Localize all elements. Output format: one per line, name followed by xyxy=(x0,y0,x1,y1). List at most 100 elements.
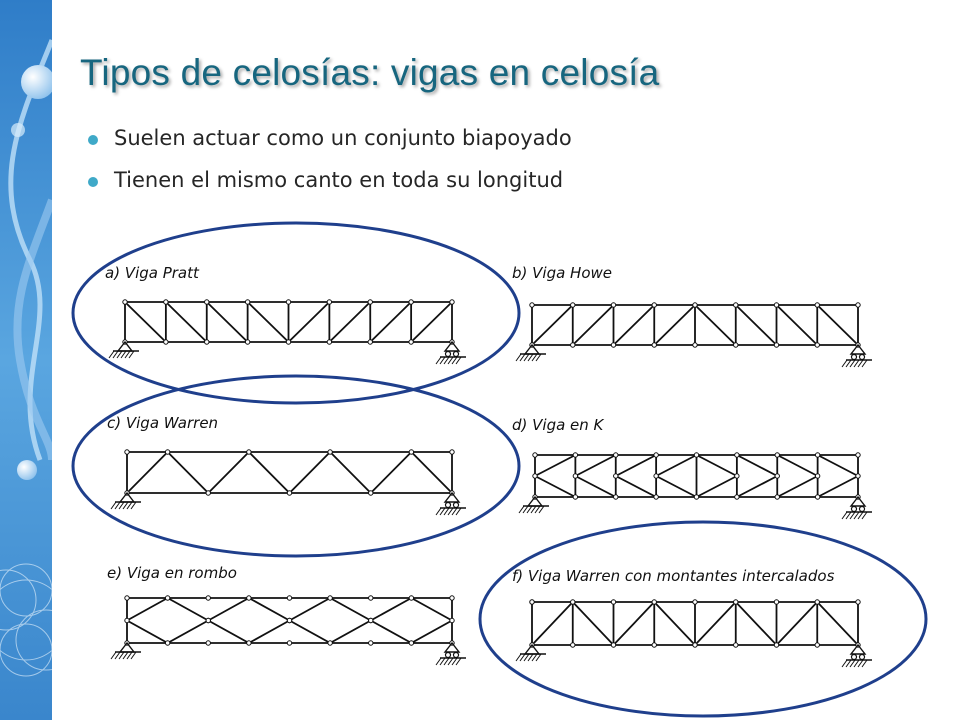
truss-member xyxy=(612,601,656,646)
truss-node xyxy=(651,342,657,348)
highlight-ellipse xyxy=(71,221,521,405)
highlight-ellipse xyxy=(71,374,521,558)
truss-node xyxy=(164,595,171,601)
truss-member xyxy=(369,597,413,622)
pin-support-icon xyxy=(108,340,139,359)
truss-node xyxy=(408,640,415,646)
truss-node xyxy=(814,452,821,458)
roller-support-icon xyxy=(435,340,466,365)
truss-node xyxy=(692,599,698,605)
truss-node xyxy=(610,599,617,605)
truss-member xyxy=(329,597,372,622)
truss-node xyxy=(244,339,251,345)
truss-k: d) Viga en K xyxy=(512,416,872,520)
truss-member xyxy=(775,304,819,346)
truss-howe: b) Viga Howe xyxy=(512,264,872,368)
truss-node xyxy=(733,342,739,348)
truss-node xyxy=(246,595,252,601)
truss-node xyxy=(532,452,538,458)
truss-node xyxy=(855,473,861,479)
truss-node xyxy=(814,342,820,348)
truss-node xyxy=(368,617,374,624)
truss-member xyxy=(695,454,738,477)
truss-node xyxy=(327,640,333,646)
truss-node xyxy=(205,490,211,496)
truss-node xyxy=(692,302,698,308)
truss-member xyxy=(410,619,453,644)
truss-node xyxy=(773,642,780,648)
truss-member xyxy=(247,597,291,622)
truss-member xyxy=(531,601,574,646)
roller-support-icon xyxy=(841,495,872,520)
truss-node xyxy=(124,617,130,624)
bullet-dot-icon xyxy=(88,135,98,145)
sidebar-orb xyxy=(17,460,37,480)
truss-node xyxy=(327,449,333,455)
truss-member xyxy=(166,619,210,644)
truss-member xyxy=(816,454,859,477)
truss-member xyxy=(531,304,574,346)
truss-member xyxy=(734,601,778,646)
truss-node xyxy=(733,642,739,648)
truss-warren: c) Viga Warren xyxy=(107,414,466,516)
bullet-text: Suelen actuar como un conjunto biapoyado xyxy=(114,126,572,150)
truss-member xyxy=(614,454,658,477)
truss-node xyxy=(610,342,617,348)
truss-node xyxy=(653,452,659,458)
truss-node xyxy=(570,642,576,648)
truss-member xyxy=(207,597,250,622)
truss-node xyxy=(814,494,821,500)
truss-node xyxy=(368,490,374,496)
truss-node xyxy=(734,473,740,479)
truss-member xyxy=(534,454,577,477)
truss-node xyxy=(286,490,293,496)
pin-support-icon xyxy=(518,495,549,514)
truss-member xyxy=(735,475,779,498)
truss-member xyxy=(653,304,696,346)
truss-node xyxy=(651,302,657,308)
truss-node xyxy=(408,449,415,455)
truss-member xyxy=(166,451,210,494)
truss-member xyxy=(247,619,291,644)
truss-member xyxy=(164,301,208,343)
truss-member xyxy=(614,475,658,498)
truss-node xyxy=(774,452,780,458)
sidebar-orb xyxy=(21,65,52,99)
truss-node xyxy=(246,640,252,646)
truss-node xyxy=(855,599,861,605)
truss-member xyxy=(205,301,249,343)
truss-member xyxy=(329,619,372,644)
truss-node xyxy=(651,642,657,648)
truss-member xyxy=(816,601,859,646)
bullet-item: Suelen actuar como un conjunto biapoyado xyxy=(88,128,572,170)
truss-member xyxy=(734,304,778,346)
roller-support-icon xyxy=(435,641,466,666)
truss-node xyxy=(532,473,538,479)
truss-member xyxy=(246,301,290,343)
truss-label: a) Viga Pratt xyxy=(105,264,200,282)
truss-node xyxy=(529,302,535,308)
truss-member xyxy=(695,475,738,498)
truss-node xyxy=(286,595,293,601)
truss-member xyxy=(287,301,331,343)
truss-node xyxy=(367,299,373,305)
truss-node xyxy=(286,640,293,646)
truss-rombo: e) Viga en rombo xyxy=(107,564,466,666)
truss-node xyxy=(205,640,211,646)
truss-label: c) Viga Warren xyxy=(107,414,218,432)
truss-member xyxy=(694,304,737,346)
truss-warren-montantes: f) Viga Warren con montantes intercalado… xyxy=(512,567,872,668)
roller-support-icon xyxy=(841,343,872,368)
truss-node xyxy=(408,339,414,345)
truss-node xyxy=(692,342,698,348)
pin-support-icon xyxy=(515,343,546,362)
truss-node xyxy=(205,617,211,624)
truss-member xyxy=(410,451,453,494)
truss-member xyxy=(653,601,696,646)
truss-node xyxy=(449,449,455,455)
bullet-text: Tienen el mismo canto en toda su longitu… xyxy=(114,168,564,192)
truss-member xyxy=(816,304,859,346)
truss-node xyxy=(693,494,700,500)
truss-node xyxy=(408,299,414,305)
